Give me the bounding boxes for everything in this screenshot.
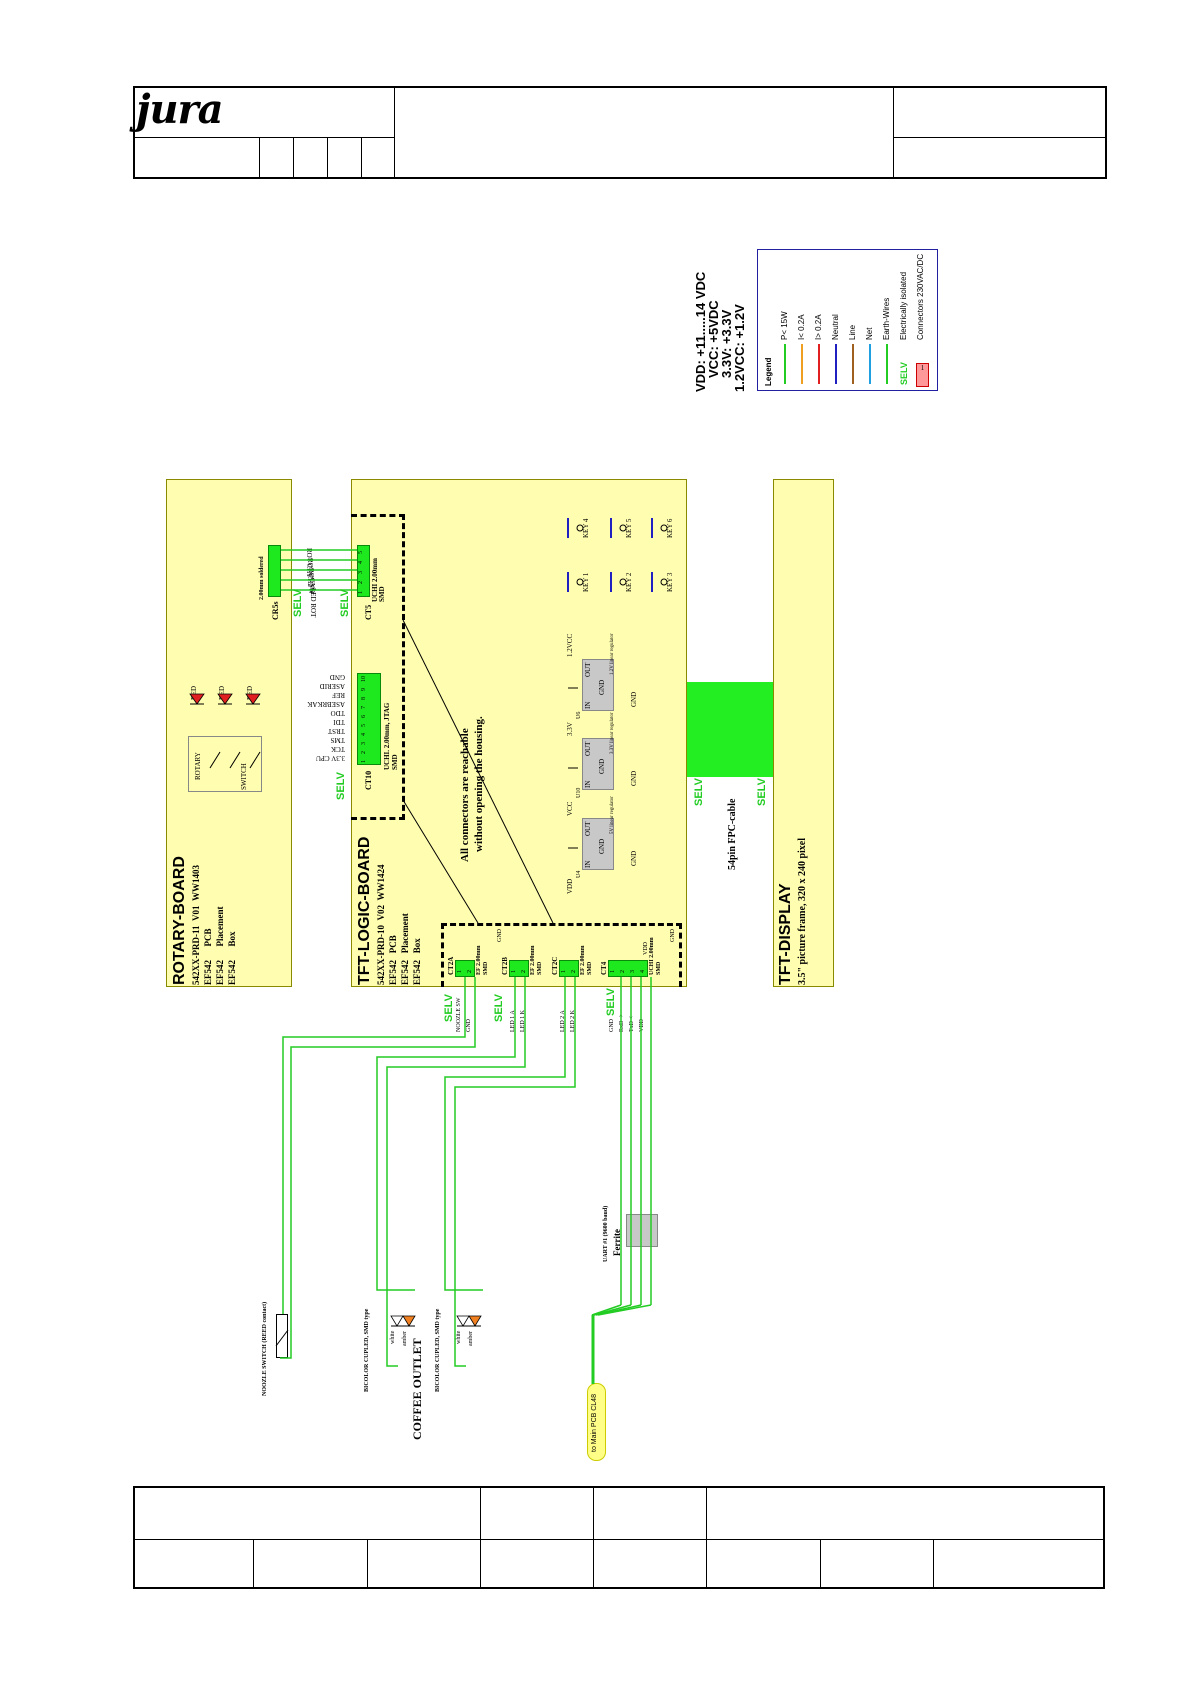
rotary-switch-group xyxy=(188,736,262,792)
tb-divider xyxy=(367,1539,368,1589)
tb-divider xyxy=(293,137,294,179)
uart-wire xyxy=(591,1304,622,1316)
ct10-connector xyxy=(357,673,381,765)
led-amber-1-symbol xyxy=(402,1315,416,1327)
legend-swatch xyxy=(869,344,871,384)
key-terminal xyxy=(660,578,668,586)
rotary-switch-contact xyxy=(229,751,241,769)
regulator-U10 xyxy=(582,738,614,790)
key-terminal xyxy=(576,524,584,532)
reed-contact xyxy=(275,1329,289,1347)
rotary-led-symbol xyxy=(217,693,233,705)
tb-divider xyxy=(259,137,260,179)
connector-CT4 xyxy=(608,960,648,977)
tb-divider xyxy=(480,1486,481,1589)
led2-wire xyxy=(444,977,566,1291)
tb-divider xyxy=(133,137,394,138)
to-main-pcb-pill xyxy=(587,1383,606,1461)
legend-swatch xyxy=(852,344,854,384)
tb-divider xyxy=(361,137,362,179)
led2-wire xyxy=(454,977,576,1367)
cr5s-connector xyxy=(268,545,281,597)
tb-divider xyxy=(933,1539,934,1589)
regulator-U6 xyxy=(582,659,614,711)
tb-divider xyxy=(706,1486,707,1589)
rotary-led-symbol xyxy=(189,693,205,705)
connector-CT2C xyxy=(559,960,579,977)
connector-CT2B xyxy=(509,960,529,977)
led1-wire xyxy=(386,977,526,1367)
note-pointer xyxy=(402,619,554,924)
tb-divider xyxy=(820,1539,821,1589)
rotary-switch-contact xyxy=(209,751,221,769)
tb-divider xyxy=(253,1539,254,1589)
tb-divider xyxy=(133,1539,1105,1540)
tb-divider xyxy=(327,137,328,179)
legend-swatch xyxy=(886,344,888,384)
legend-swatch xyxy=(801,344,803,384)
led-white-1-symbol xyxy=(390,1315,404,1327)
logic-board xyxy=(351,479,687,987)
nozzle-wire xyxy=(280,977,476,1359)
key-terminal xyxy=(619,578,627,586)
key-terminal xyxy=(619,524,627,532)
legend-swatch xyxy=(818,344,820,384)
tft-display xyxy=(773,479,834,987)
note-pointer xyxy=(402,799,479,924)
key-terminal xyxy=(576,578,584,586)
led1-wire xyxy=(376,977,516,1291)
nozzle-wire xyxy=(282,977,466,1314)
legend-box xyxy=(757,249,938,391)
led-amber-2-symbol xyxy=(468,1315,482,1327)
led-white-2-symbol xyxy=(456,1315,470,1327)
legend-swatch xyxy=(835,344,837,384)
rotary-led-symbol xyxy=(245,693,261,705)
ct5-connector xyxy=(357,545,370,597)
legend-swatch-connector: 1 xyxy=(916,363,929,387)
tb-divider xyxy=(394,86,395,179)
title-block-bottom xyxy=(133,1486,1105,1589)
connector-area-bottom xyxy=(441,923,682,987)
connector-area-top xyxy=(351,514,405,820)
tb-divider xyxy=(893,137,1107,138)
rotary-switch-contact xyxy=(249,751,261,769)
tb-divider xyxy=(593,1486,594,1589)
connector-CT2A xyxy=(455,960,475,977)
legend-swatch xyxy=(784,344,786,384)
fpc-cable xyxy=(687,682,773,777)
regulator-U4 xyxy=(582,818,614,870)
tb-divider xyxy=(893,86,894,179)
title-block-top xyxy=(133,86,1107,179)
key-terminal xyxy=(660,524,668,532)
uart-wire xyxy=(597,1304,652,1316)
jura-logo: jura xyxy=(136,86,224,133)
